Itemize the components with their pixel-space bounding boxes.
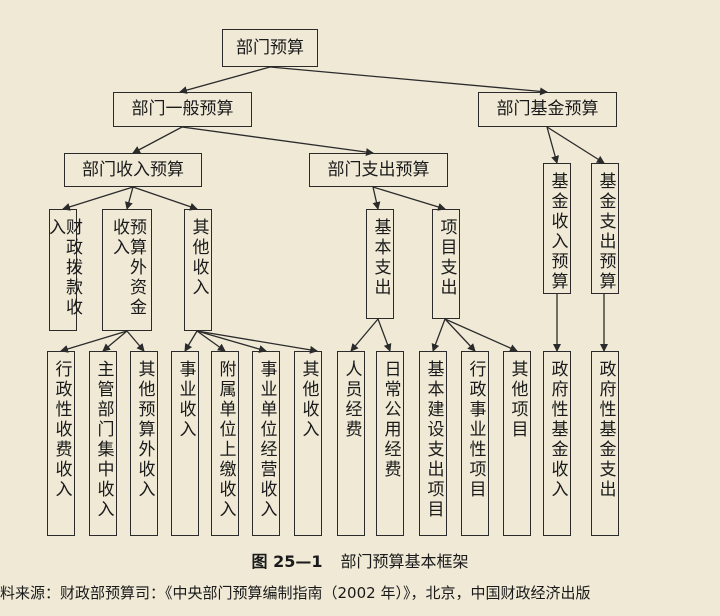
- leaf-admin-fee-income-label: 行政性收费收入: [51, 360, 72, 500]
- node-basic-expense: 基本支出: [366, 209, 394, 319]
- edge-basic-personnel: [350, 318, 379, 352]
- node-fund-budget: 部门基金预算: [478, 92, 617, 127]
- node-expense-budget: 部门支出预算: [309, 153, 448, 187]
- leaf-other-income-label: 其他收入: [298, 360, 319, 440]
- edge-bf-other: [126, 330, 145, 352]
- edge-bf-admin-fee: [60, 330, 128, 353]
- leaf-other-income: 其他收入: [294, 351, 322, 536]
- edge-fund-income: [546, 126, 559, 164]
- leaf-operating-income-label: 事业单位经营收入: [256, 360, 277, 520]
- node-income-budget: 部门收入预算: [64, 153, 202, 187]
- leaf-business-income-label: 事业收入: [175, 360, 196, 440]
- edge-general-expense: [181, 126, 374, 157]
- edge-root-fund: [269, 66, 548, 96]
- leaf-other-project-label: 其他项目: [507, 360, 528, 440]
- node-general-budget: 部门一般预算: [113, 92, 252, 127]
- edge-bf-central: [102, 330, 128, 352]
- edge-expense-basic: [372, 186, 381, 210]
- leaf-operating-income: 事业单位经营收入: [252, 351, 280, 536]
- leaf-other-project: 其他项目: [503, 351, 531, 536]
- node-fiscal-allocation-income-label: 财政拨款收入: [45, 218, 82, 318]
- leaf-personnel-expense-label: 人员经费: [341, 360, 362, 440]
- leaf-daily-public-expense: 日常公用经费: [376, 351, 404, 536]
- node-fund-expense-budget-label: 基金支出预算: [595, 172, 616, 292]
- leaf-other-budget-foreign-income: 其他预算外收入: [130, 351, 158, 536]
- edge-fund-expense: [546, 126, 605, 164]
- leaf-other-budget-foreign-income-label: 其他预算外收入: [134, 360, 155, 500]
- leaf-capital-construction-project-label: 基本建设支出项目: [423, 360, 444, 520]
- node-expense-budget-label: 部门支出预算: [327, 159, 430, 180]
- leaf-affiliated-unit-income-label: 附属单位上缴收入: [215, 360, 236, 520]
- node-fiscal-allocation-income: 财政拨款收入: [45, 209, 82, 331]
- node-budget-foreign-income: 预算外资金收入: [102, 209, 152, 331]
- figure-title: 部门预算基本框架: [340, 552, 469, 571]
- leaf-central-collected-income: 主管部门集中收入: [89, 351, 117, 536]
- edge-project-other: [444, 318, 518, 352]
- node-fund-expense-budget: 基金支出预算: [591, 163, 619, 294]
- node-fund-income-budget-label: 基金收入预算: [547, 172, 568, 292]
- edge-root-general: [179, 66, 271, 94]
- figure-caption: 图 25—1 部门预算基本框架: [0, 548, 720, 572]
- edge-oi-operating: [196, 330, 267, 353]
- node-general-budget-label: 部门一般预算: [131, 99, 234, 119]
- edge-income-other: [132, 186, 198, 211]
- node-other-income: 其他收入: [184, 209, 212, 331]
- node-basic-expense-label: 基本支出: [370, 218, 391, 298]
- edge-general-income: [132, 126, 183, 154]
- node-income-budget-label: 部门收入预算: [82, 159, 184, 180]
- leaf-admin-business-project: 行政事业性项目: [461, 351, 489, 536]
- leaf-gov-fund-income-label: 政府性基金收入: [547, 360, 568, 500]
- node-fund-income-budget: 基金收入预算: [543, 163, 571, 294]
- edge-oi-other: [196, 330, 318, 354]
- node-root: 部门预算: [222, 29, 318, 67]
- leaf-gov-fund-income: 政府性基金收入: [543, 351, 571, 536]
- leaf-business-income: 事业收入: [171, 351, 199, 536]
- leaf-personnel-expense: 人员经费: [337, 351, 365, 536]
- leaf-central-collected-income-label: 主管部门集中收入: [93, 360, 114, 520]
- edge-oi-business: [184, 330, 198, 352]
- figure-number: 图 25—1: [251, 552, 323, 571]
- node-project-expense: 项目支出: [432, 209, 460, 319]
- leaf-capital-construction-project: 基本建设支出项目: [419, 351, 447, 536]
- leaf-affiliated-unit-income: 附属单位上缴收入: [211, 351, 239, 536]
- leaf-gov-fund-expense-label: 政府性基金支出: [595, 360, 616, 500]
- edge-income-fiscal: [62, 186, 134, 211]
- node-project-expense-label: 项目支出: [436, 218, 457, 298]
- leaf-admin-fee-income: 行政性收费收入: [47, 351, 75, 536]
- edge-expense-project: [372, 186, 446, 211]
- edge-project-capital: [431, 318, 446, 352]
- leaf-gov-fund-expense: 政府性基金支出: [591, 351, 619, 536]
- node-budget-foreign-income-label: 预算外资金收入: [109, 218, 146, 318]
- leaf-admin-business-project-label: 行政事业性项目: [465, 360, 486, 500]
- source-note: 料来源：财政部预算司：《中央部门预算编制指南（2002 年）》，北京，中国财政经…: [0, 584, 591, 602]
- edge-basic-daily: [377, 318, 392, 352]
- node-root-label: 部门预算: [236, 37, 304, 58]
- node-fund-budget-label: 部门基金预算: [496, 99, 599, 119]
- edge-income-budgetforeign: [124, 186, 134, 210]
- edge-oi-affiliated: [196, 330, 226, 352]
- node-other-income-label: 其他收入: [188, 218, 209, 298]
- leaf-daily-public-expense-label: 日常公用经费: [380, 360, 401, 480]
- edge-project-admin: [444, 318, 476, 352]
